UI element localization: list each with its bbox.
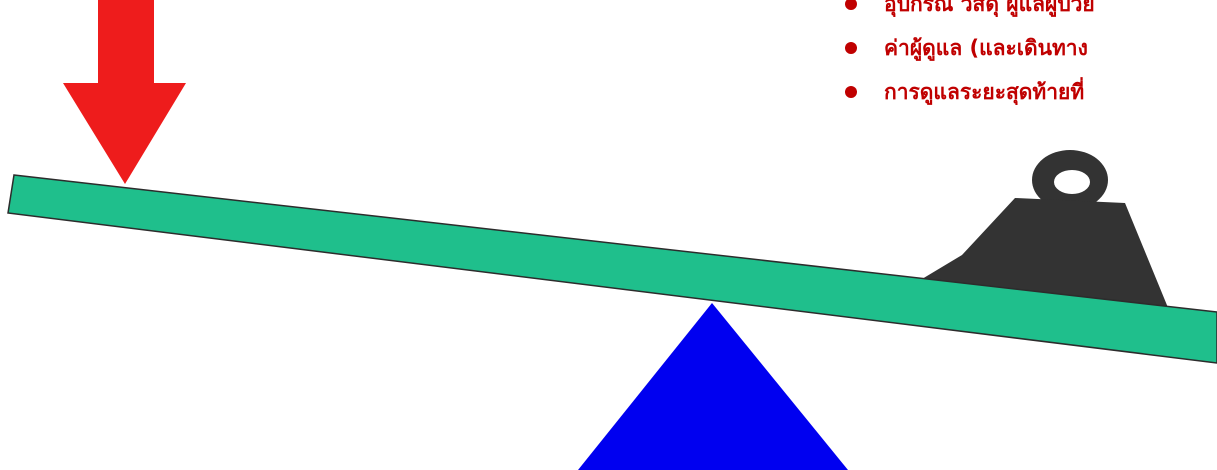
bullet-item: อุปกรณ์ วัสดุ ผู้แลผู้ป่วย (845, 0, 1217, 26)
bullet-item: การดูแลระยะสุดท้ายที่ (845, 70, 1217, 114)
bullet-text: อุปกรณ์ วัสดุ ผู้แลผู้ป่วย (884, 0, 1095, 16)
bullet-dot-icon (845, 0, 857, 10)
bullet-item: ค่าผู้ดูแล (และเดินทาง (845, 26, 1217, 70)
down-arrow-icon (63, 0, 186, 184)
bullet-dot-icon (845, 42, 857, 54)
bullet-list: อุปกรณ์ วัสดุ ผู้แลผู้ป่วย ค่าผู้ดูแล (แ… (845, 0, 1217, 122)
triangle-fulcrum-icon (578, 303, 848, 470)
bullet-text: การดูแลระยะสุดท้ายที่ (884, 80, 1084, 104)
bullet-text: ค่าผู้ดูแล (และเดินทาง (884, 36, 1088, 60)
bullet-dot-icon (845, 86, 857, 98)
